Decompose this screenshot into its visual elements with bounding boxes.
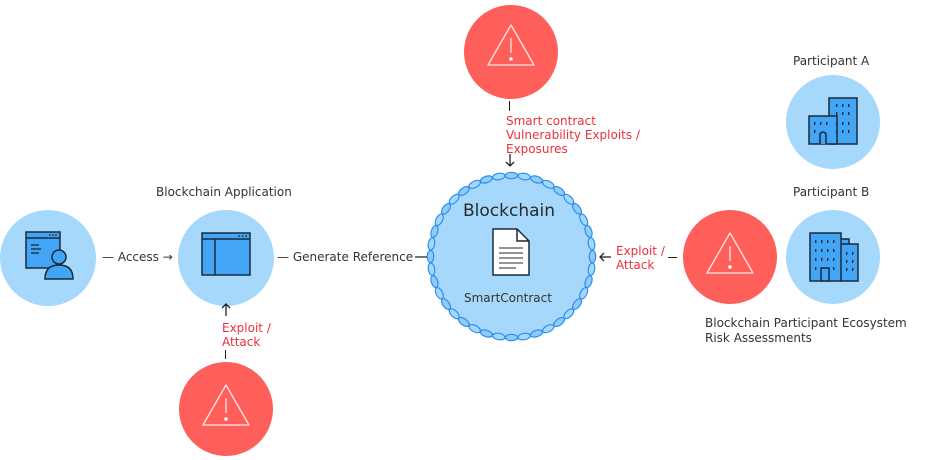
chain-link [430,274,439,289]
chain-link [584,224,593,239]
chain-link [587,262,596,276]
chain-link [587,237,596,251]
chain-link [479,175,494,184]
user-browser-icon [25,231,74,280]
right-connector [668,257,677,259]
bottom-threat-label: Exploit / Attack [222,321,271,349]
chain-link [529,329,544,338]
participant-a-label: Participant A [793,54,870,68]
chain-link [468,179,482,189]
bottom-threat-arrow [221,303,231,316]
chain-link [517,172,531,181]
right-threat-arrow [599,252,611,262]
chain-link [434,286,444,300]
chain-link [584,274,593,289]
chain-link [430,224,439,239]
chain-link [504,333,519,342]
smart-contract-label: SmartContract [464,291,552,305]
document-icon [492,228,530,276]
chain-link [504,171,519,180]
chain-link [579,213,589,227]
chain-link [588,249,597,264]
app-label: Blockchain Application [156,185,292,199]
right-threat-label: Exploit / Attack [616,244,665,272]
warning-icon [487,24,535,66]
access-edge-label: — Access → [102,250,173,264]
top-threat-label: Smart contract Vulnerability Exploits / … [506,114,640,156]
warning-icon [706,232,754,274]
top-connector [509,101,511,111]
generate-reference-label: — Generate Reference [277,250,414,264]
chain-link [517,332,531,341]
chain-link [427,237,436,251]
chain-link [426,249,435,264]
chain-link [492,332,506,341]
building-icon [808,97,858,145]
ecosystem-caption: Blockchain Participant Ecosystem Risk As… [705,316,907,345]
bottom-connector [225,350,227,359]
app-window-icon [201,232,251,276]
top-threat-arrow [505,154,515,167]
chain-link [492,172,506,181]
blockchain-title: Blockchain [463,201,556,221]
chain-link [529,175,544,184]
participant-b-label: Participant B [793,185,870,199]
chain-link [479,329,494,338]
chain-link [541,324,555,334]
chain-ring [426,171,597,342]
chain-link [427,262,436,276]
warning-icon [202,384,250,426]
building-icon [809,232,859,282]
